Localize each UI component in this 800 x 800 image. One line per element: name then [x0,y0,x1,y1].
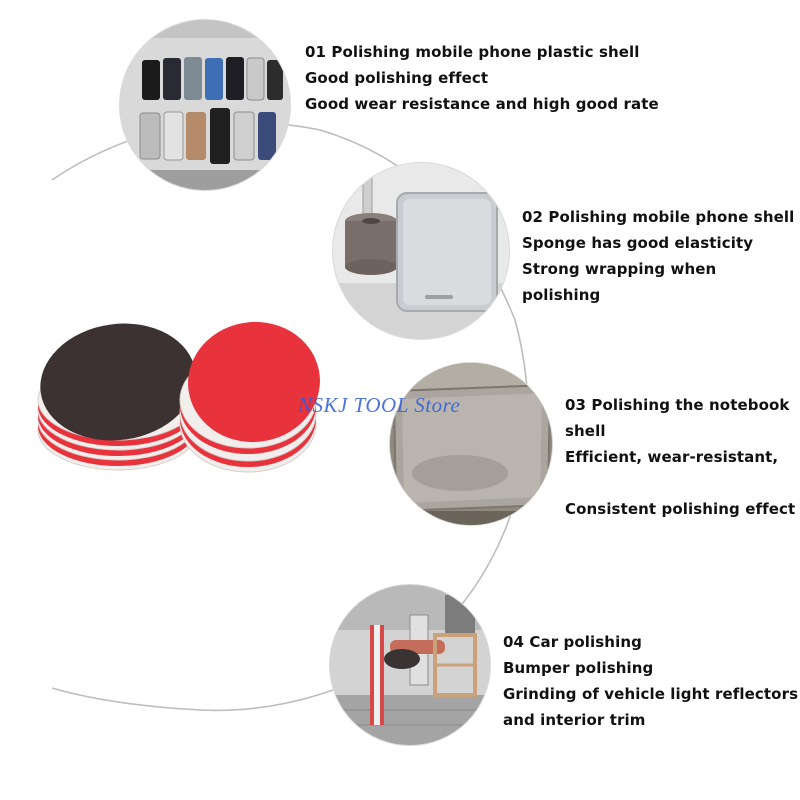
sponge-polishing-image [333,163,509,339]
notebook-shell-image [390,363,552,525]
feature-3-line-5: Consistent polishing effect [565,500,796,518]
feature-4-line-1: 04 Car polishing [503,633,642,651]
phone-shells-display-icon [120,20,290,190]
red-pad-stack [179,321,320,473]
feature-2-line-4: polishing [522,286,601,304]
feature-2-line-1: 02 Polishing mobile phone shell [522,208,795,226]
feature-2-text: 02 Polishing mobile phone shell Sponge h… [522,204,794,308]
feature-3-line-2: shell [565,422,606,440]
feature-1-line-2: Good polishing effect [305,69,489,87]
feature-3-spacer [565,470,795,496]
sponge-polishing-phone-icon [333,163,509,339]
feature-2-line-2: Sponge has good elasticity [522,234,754,252]
car-polishing-robot-icon [330,585,490,745]
phone-shells-image [120,20,290,190]
car-polishing-image [330,585,490,745]
feature-4-line-4: and interior trim [503,711,646,729]
notebook-shell-icon [390,363,552,525]
feature-1-line-3: Good wear resistance and high good rate [305,95,659,113]
feature-3-line-1: 03 Polishing the notebook [565,396,790,414]
feature-4-text: 04 Car polishing Bumper polishing Grindi… [503,629,798,733]
dark-pad-stack [37,323,199,471]
feature-1-text: 01 Polishing mobile phone plastic shell … [305,39,659,117]
feature-3-text: 03 Polishing the notebook shell Efficien… [565,392,795,522]
feature-3-line-3: Efficient, wear-resistant, [565,448,779,466]
store-watermark: NSKJ TOOL Store [298,393,461,417]
feature-4-line-3: Grinding of vehicle light reflectors [503,685,799,703]
feature-1-line-1: 01 Polishing mobile phone plastic shell [305,43,640,61]
feature-2-line-3: Strong wrapping when [522,260,717,278]
feature-4-line-2: Bumper polishing [503,659,654,677]
polishing-pads-image [37,321,320,473]
